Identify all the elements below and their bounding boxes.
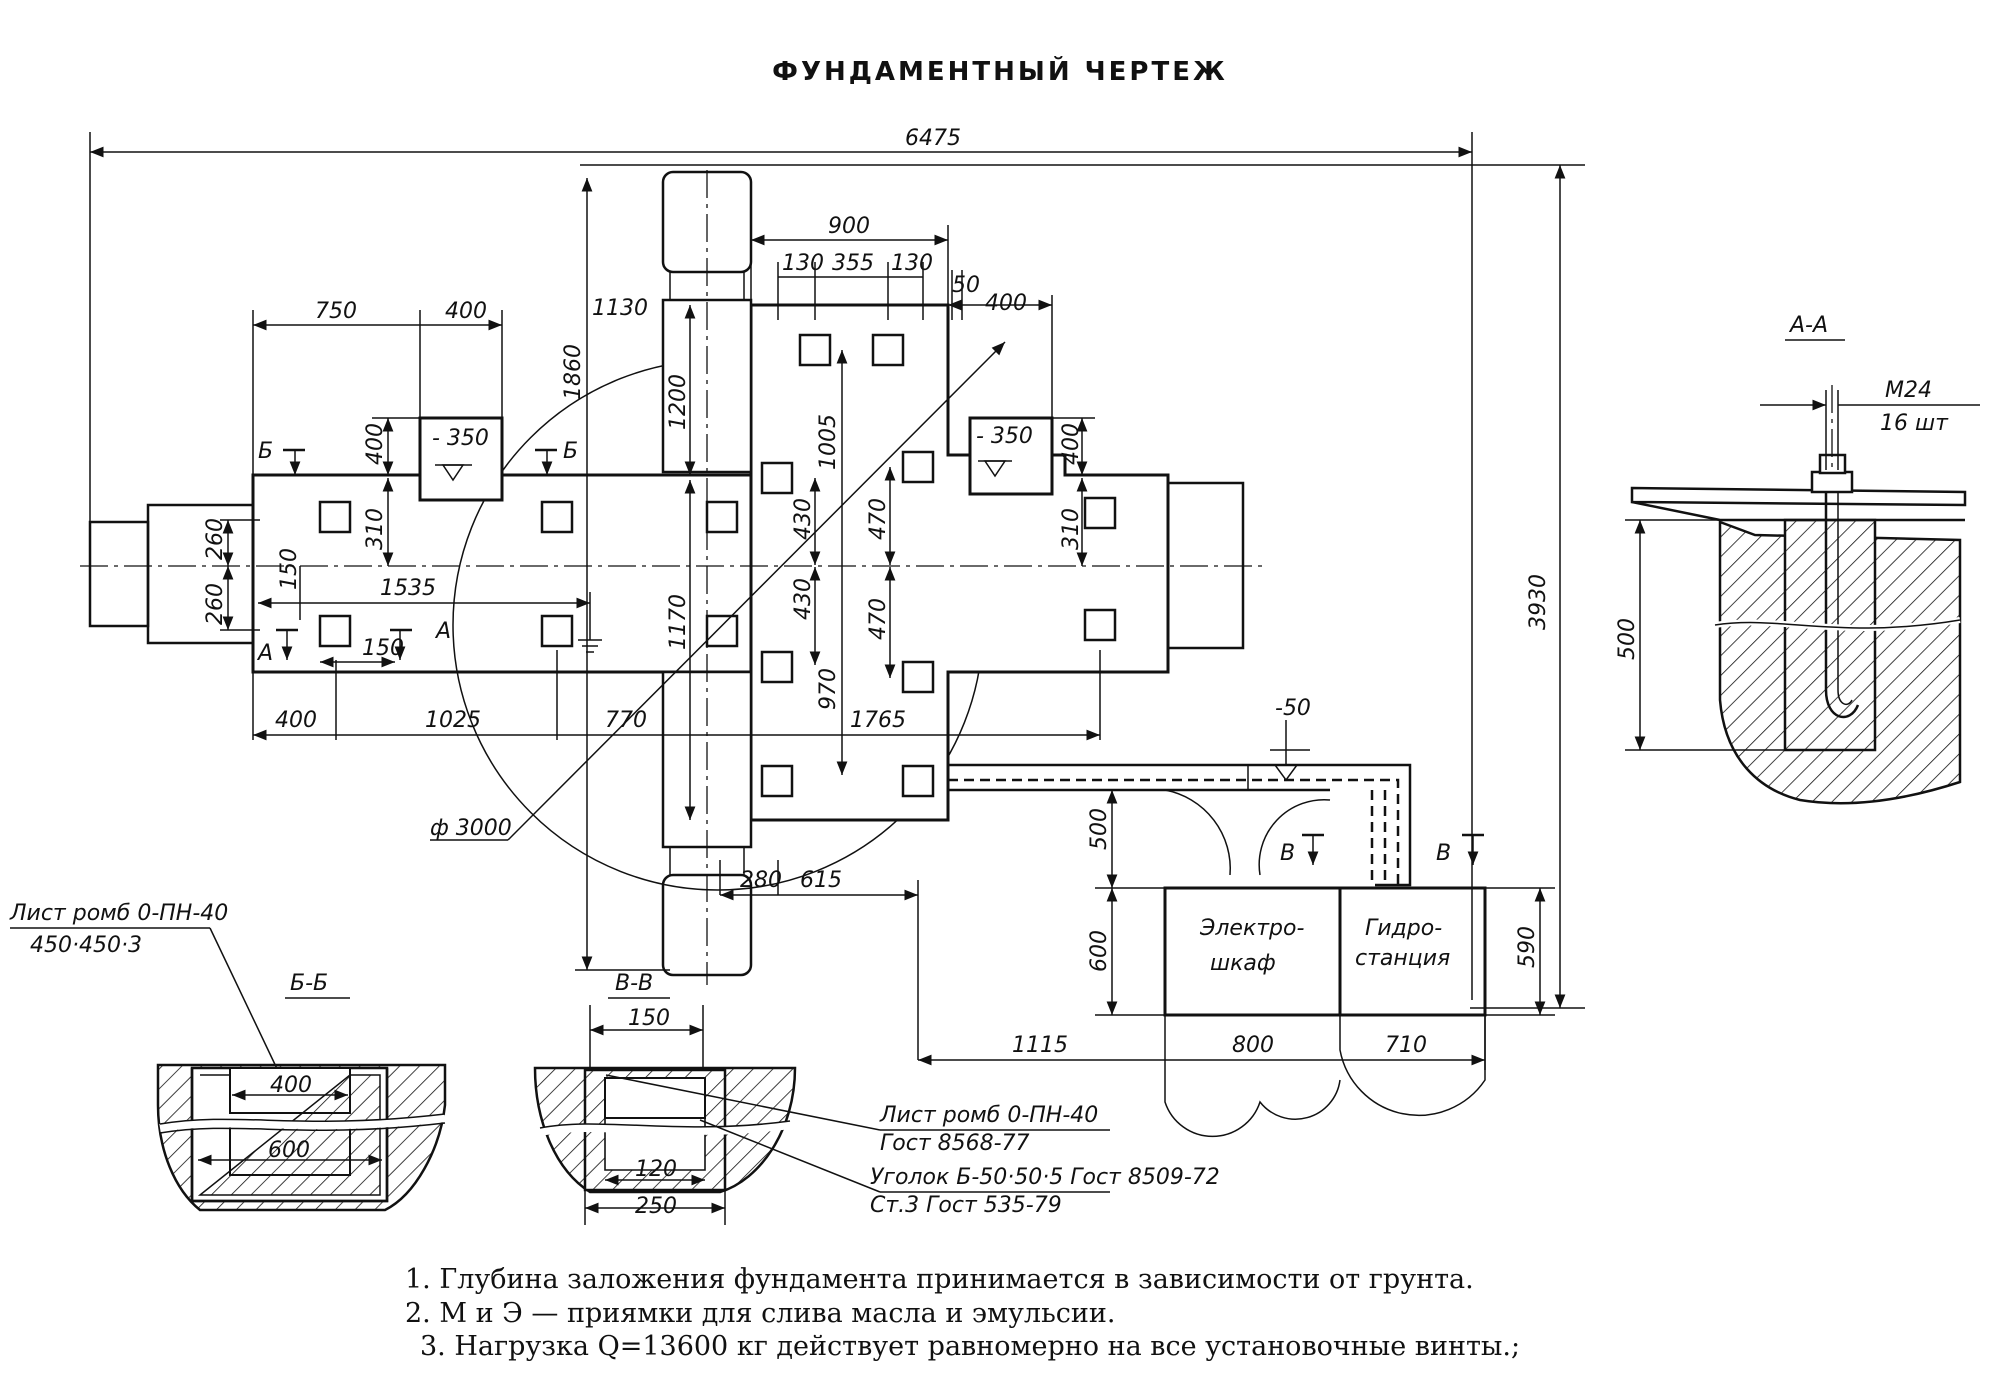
dim-400-top: 400: [445, 299, 487, 324]
dim-1765: 1765: [850, 708, 906, 733]
note-2: 2. М и Э — приямки для слива масла и эму…: [405, 1298, 1115, 1329]
mark-v-left: В: [1280, 841, 1295, 866]
notes: 1. Глубина заложения фундамента принимае…: [405, 1264, 1520, 1362]
dim-150-v: 150: [277, 548, 302, 590]
section-vv-w-outer: 250: [635, 1194, 677, 1219]
spec-line-3: Уголок Б-50·50·5 Гост 8509-72: [870, 1165, 1220, 1190]
note-3: 3. Нагрузка Q=13600 кг действует равноме…: [420, 1331, 1520, 1362]
dim-900: 900: [828, 214, 870, 239]
dim-400-left-v: 400: [363, 423, 388, 465]
dim-6475: 6475: [905, 126, 961, 151]
electro-label-2: шкаф: [1210, 951, 1276, 976]
dim-310-right: 310: [1059, 508, 1084, 550]
section-vv-w-inner: 120: [635, 1157, 677, 1182]
hydro-label-2: станция: [1355, 946, 1450, 971]
dim-400-right-v: 400: [1059, 423, 1084, 465]
note-1: 1. Глубина заложения фундамента принимае…: [405, 1264, 1474, 1295]
left-stub-small: [88, 520, 150, 628]
spec-line-4: Ст.3 Гост 535-79: [870, 1193, 1062, 1218]
section-bb: Лист ромб 0-ПН-40 450·450·3 Б-Б 400 600: [9, 901, 447, 1212]
dim-400-right: 400: [985, 291, 1027, 316]
section-vv-title: В-В: [615, 971, 653, 996]
section-aa: А-А М24 16 шт 500: [1615, 313, 1980, 805]
dim-3930: 3930: [1526, 574, 1551, 630]
phi-3000: ф 3000: [430, 816, 512, 841]
dim-590-v: 590: [1515, 926, 1540, 968]
section-aa-depth: 500: [1615, 618, 1640, 660]
left-stub: [146, 503, 255, 645]
dim-260-bot: 260: [203, 583, 228, 625]
hydro-label-1: Гидро-: [1365, 916, 1442, 941]
mark-v-right: В: [1436, 841, 1451, 866]
spec-line-2: Гост 8568-77: [880, 1131, 1030, 1156]
pit-right: [968, 416, 1054, 496]
dim-1115: 1115: [1012, 1033, 1068, 1058]
dim-1025: 1025: [425, 708, 481, 733]
dim-310-left: 310: [363, 508, 388, 550]
section-aa-title: А-А: [1788, 313, 1828, 338]
dim-280: 280: [740, 868, 782, 893]
mark-a-left: А: [256, 641, 273, 666]
dim-970: 970: [816, 668, 841, 710]
section-aa-count: 16 шт: [1880, 411, 1949, 436]
plan-view: - 350 - 350 ф 3000 6475 3930 1860 1130 1…: [80, 126, 1585, 1060]
mark-b-left: Б: [258, 439, 273, 464]
dim-1860: 1860: [561, 344, 586, 400]
dim-355: 355: [832, 251, 874, 276]
dim-1200: 1200: [666, 374, 691, 430]
dim-615: 615: [800, 868, 842, 893]
dim-1005: 1005: [816, 414, 841, 470]
section-bb-sheet-label: Лист ромб 0-ПН-40: [9, 901, 228, 926]
section-bb-title: Б-Б: [290, 971, 328, 996]
pit-left: [418, 416, 504, 502]
level-50: -50: [1275, 696, 1311, 721]
trench-and-cabinets: -50 Электро- шкаф Гидро- станция В В 500…: [918, 696, 1555, 1138]
section-bb-w-bot: 600: [268, 1138, 310, 1163]
dim-430a: 430: [791, 498, 816, 540]
dim-710: 710: [1385, 1033, 1427, 1058]
section-bb-sheet-size: 450·450·3: [30, 933, 142, 958]
anchor-plates: [318, 333, 1117, 798]
dim-1170: 1170: [666, 594, 691, 650]
dim-470a: 470: [866, 498, 891, 540]
spec-line-1: Лист ромб 0-ПН-40: [879, 1103, 1098, 1128]
dim-400-bot: 400: [275, 708, 317, 733]
column-outline: [749, 303, 1170, 822]
dim-800: 800: [1232, 1033, 1274, 1058]
hydro-station: [1338, 886, 1487, 1017]
section-vv: В-В 150 120 250 Лист ромб 0-ПН-40 Гост 8…: [533, 971, 1220, 1225]
dim-130b: 130: [891, 251, 933, 276]
section-bb-w-top: 400: [270, 1073, 312, 1098]
drawing-title: ФУНДАМЕНТНЫЙ ЧЕРТЕЖ: [772, 55, 1228, 87]
dim-470b: 470: [866, 598, 891, 640]
dim-150-h: 150: [362, 636, 404, 661]
dim-770: 770: [605, 708, 647, 733]
mark-b-right: Б: [563, 439, 578, 464]
section-aa-bolt: М24: [1885, 378, 1932, 403]
section-vv-w-top: 150: [628, 1006, 670, 1031]
mark-a-right: А: [434, 619, 451, 644]
dim-50: 50: [952, 273, 980, 298]
dim-600-v: 600: [1087, 930, 1112, 972]
dim-500-v: 500: [1087, 808, 1112, 850]
dim-1130: 1130: [592, 296, 648, 321]
dim-430b: 430: [791, 578, 816, 620]
dim-130a: 130: [782, 251, 824, 276]
electro-label-1: Электро-: [1199, 916, 1304, 941]
dim-750: 750: [315, 299, 357, 324]
level-left: - 350: [432, 426, 489, 451]
level-right: - 350: [976, 424, 1033, 449]
dim-260-top: 260: [203, 518, 228, 560]
dim-1535: 1535: [380, 576, 436, 601]
